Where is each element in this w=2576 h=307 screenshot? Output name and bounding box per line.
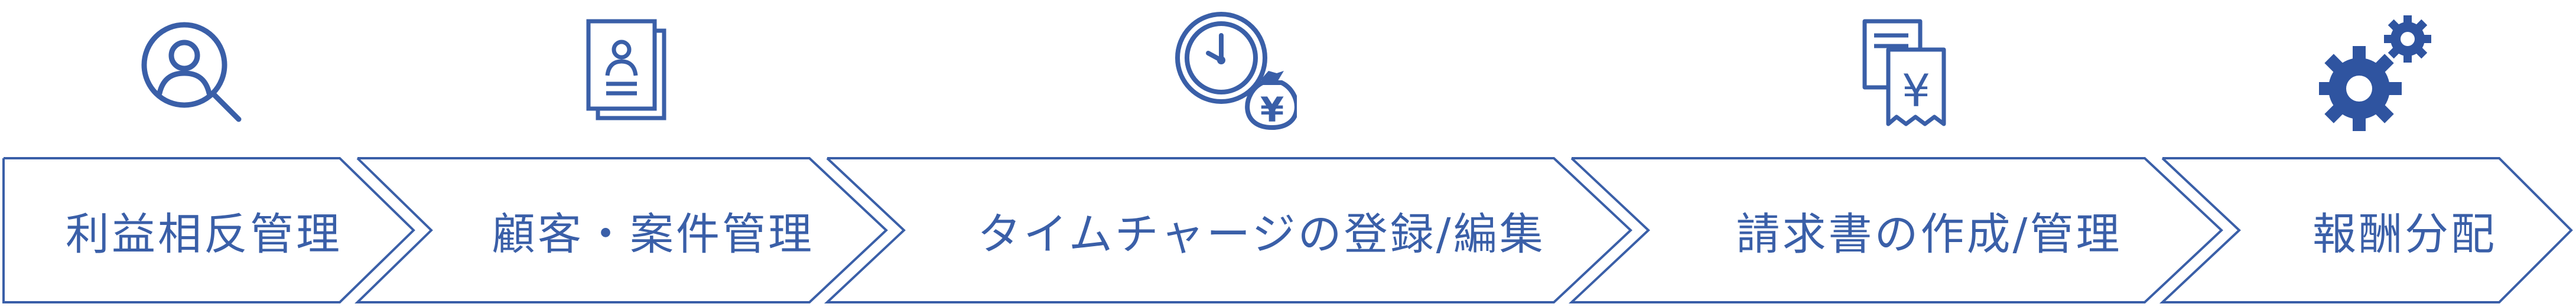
step-label-client-case-management: 顧客・案件管理 [492, 208, 814, 260]
step-chevron-3 [824, 157, 1632, 303]
svg-text:¥: ¥ [1260, 90, 1284, 130]
step-chevron-5 [2159, 157, 2573, 303]
step-label-conflict-management: 利益相反管理 [66, 208, 342, 260]
search-person-icon [141, 22, 242, 122]
client-files-icon [586, 19, 666, 120]
step-chevron-4 [1568, 157, 2223, 303]
step-chevron-1 [2, 157, 415, 303]
step-label-fee-distribution: 報酬分配 [2312, 208, 2497, 260]
invoice-yen-icon: ¥ [1862, 19, 1946, 126]
step-label-invoice: 請求書の作成/管理 [1736, 208, 2122, 260]
clock-money-icon: ¥ [1175, 12, 1297, 130]
step-chevron-2 [354, 157, 888, 303]
step-label-time-charge: タイムチャージの登録/編集 [977, 208, 1546, 260]
svg-text:¥: ¥ [1902, 64, 1930, 117]
gears-icon [2319, 15, 2431, 131]
